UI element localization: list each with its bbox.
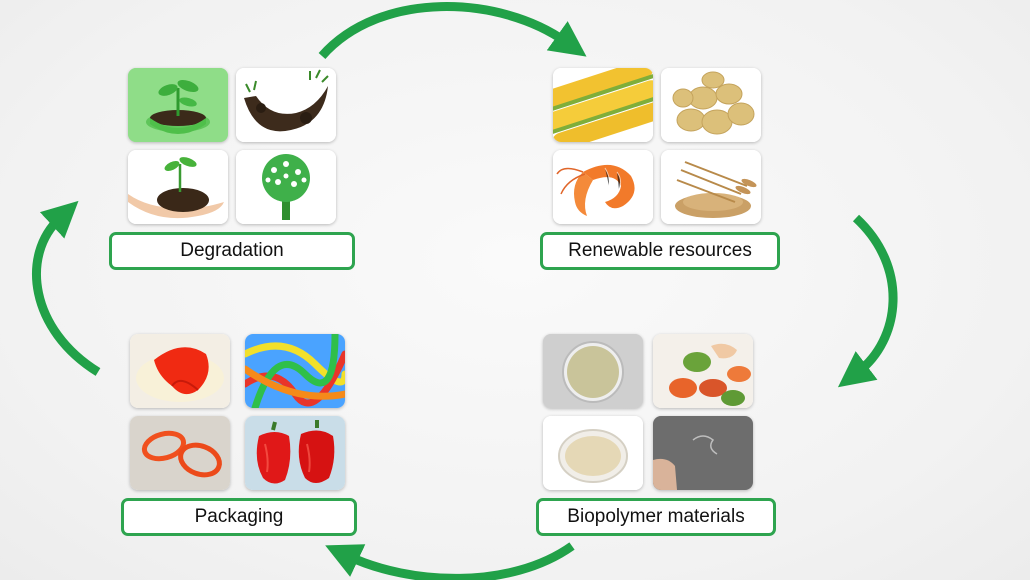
corn-icon — [553, 68, 653, 142]
label-biopolymer-materials: Biopolymer materials — [536, 498, 776, 536]
soil-clod-icon — [236, 68, 336, 142]
hand-with-sprout-icon — [128, 150, 228, 224]
powder-dish-icon — [543, 334, 643, 408]
arrow-right — [837, 214, 898, 388]
arrow-left — [32, 200, 101, 376]
label-packaging: Packaging — [121, 498, 357, 536]
orange-rings-icon — [130, 416, 230, 490]
potatoes-icon — [661, 68, 761, 142]
arrow-top — [318, 2, 587, 59]
colorful-strips-icon — [245, 334, 345, 408]
film-sample-icon — [653, 416, 753, 490]
seedling-in-soil-icon — [128, 68, 228, 142]
label-degradation: Degradation — [109, 232, 355, 270]
red-molded-part-icon — [130, 334, 230, 408]
gel-samples-icon — [653, 334, 753, 408]
green-tree-icon — [236, 150, 336, 224]
red-peppers-icon — [245, 416, 345, 490]
label-renewable-resources: Renewable resources — [540, 232, 780, 270]
powder-petri-icon — [543, 416, 643, 490]
arrow-bottom — [325, 542, 575, 580]
shrimp-icon — [553, 150, 653, 224]
wheat-icon — [661, 150, 761, 224]
